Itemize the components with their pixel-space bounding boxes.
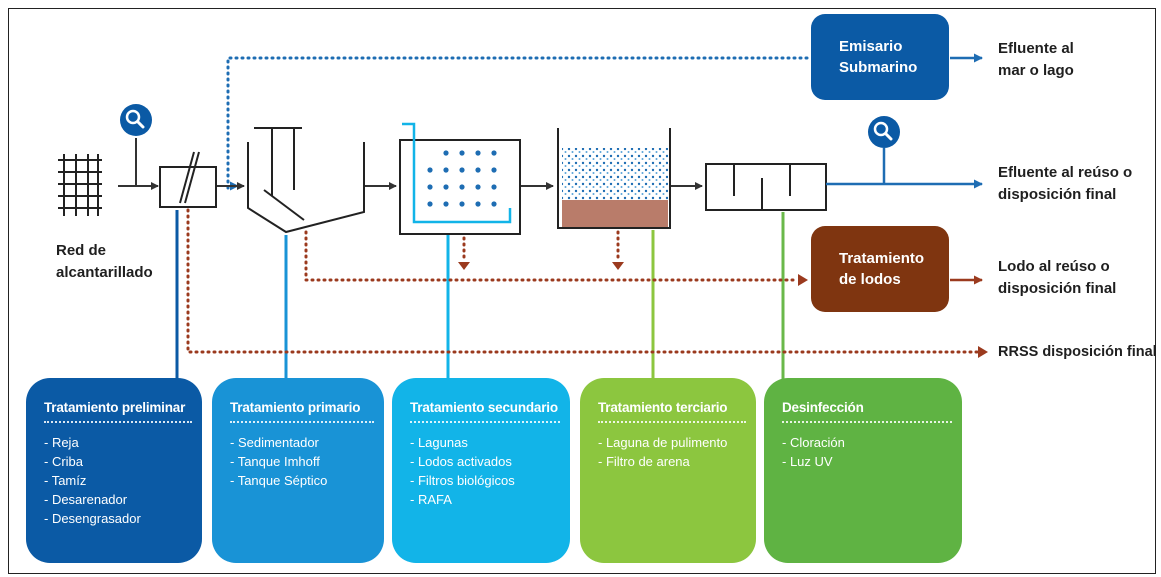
card-divider — [44, 421, 192, 423]
out-sea-label: Efluente al mar o lago — [998, 38, 1074, 82]
list-item: - Desarenador — [44, 492, 128, 507]
node-line: de lodos — [839, 271, 901, 288]
list-item: - Lagunas — [410, 435, 468, 450]
label-line: mar o lago — [998, 62, 1074, 79]
grid-screen-icon — [58, 154, 102, 216]
label-line: Efluente al — [998, 40, 1074, 57]
list-item: - Tanque Séptico — [230, 473, 328, 488]
card-title: Tratamiento primario — [230, 400, 361, 415]
sludge-dotted-lines — [186, 208, 982, 354]
card-title: Tratamiento preliminar — [44, 400, 186, 415]
card-list: - Sedimentador - Tanque Imhoff - Tanque … — [230, 433, 374, 490]
out-solids-label: RRSS disposición final — [998, 344, 1157, 360]
list-item: - RAFA — [410, 492, 452, 507]
list-item: - Tanque Imhoff — [230, 454, 320, 469]
tratamiento-lodos-node: Tratamiento de lodos — [811, 226, 949, 312]
list-item: - Lodos activados — [410, 454, 512, 469]
search-icon — [868, 116, 900, 148]
list-item: - Tamíz — [44, 473, 87, 488]
list-item: - Criba — [44, 454, 84, 469]
stage-connectors — [175, 210, 785, 380]
source-label: Red de alcantarillado — [56, 240, 153, 284]
emisario-submarino-node: Emisario Submarino — [811, 14, 949, 100]
card-tratamiento-secundario: Tratamiento secundario - Lagunas - Lodos… — [392, 378, 570, 563]
list-item: - Laguna de pulimento — [598, 435, 728, 450]
diagram-frame — [8, 8, 1156, 574]
card-list: - Cloración - Luz UV — [782, 433, 952, 471]
out-reuse-label: Efluente al reúso o disposición final — [998, 162, 1132, 206]
card-divider — [598, 421, 746, 423]
card-divider — [410, 421, 560, 423]
list-item: - Filtro de arena — [598, 454, 690, 469]
screen-box — [159, 151, 217, 208]
card-divider — [782, 421, 952, 423]
list-item: - Luz UV — [782, 454, 833, 469]
card-title: Tratamiento terciario — [598, 400, 728, 415]
list-item: - Reja — [44, 435, 79, 450]
label-line: alcantarillado — [56, 264, 153, 281]
card-tratamiento-primario: Tratamiento primario - Sedimentador - Ta… — [212, 378, 384, 563]
list-item: - Filtros biológicos — [410, 473, 515, 488]
node-line: Tratamiento — [839, 250, 925, 267]
node-line: Emisario — [839, 38, 903, 55]
label-line: disposición final — [998, 280, 1117, 297]
list-item: - Desengrasador — [44, 511, 141, 526]
primary-tank — [247, 127, 365, 234]
card-tratamiento-terciario: Tratamiento terciario - Laguna de pulime… — [580, 378, 756, 563]
card-list: - Laguna de pulimento - Filtro de arena — [598, 433, 746, 471]
secondary-tank — [399, 122, 521, 235]
out-sludge-label: Lodo al reúso o disposición final — [998, 256, 1116, 300]
sludge-arrowheads — [458, 262, 988, 358]
label-line: Red de — [56, 242, 107, 259]
label-line: Lodo al reúso o — [998, 258, 1110, 275]
disinfection-chamber — [705, 163, 827, 211]
card-list: - Lagunas - Lodos activados - Filtros bi… — [410, 433, 560, 509]
node-line: Submarino — [839, 59, 918, 76]
effluent-lines — [826, 53, 983, 285]
search-icon — [118, 104, 152, 187]
card-desinfeccion: Desinfección - Cloración - Luz UV — [764, 378, 962, 563]
card-list: - Reja - Criba - Tamíz - Desarenador - D… — [44, 433, 192, 528]
list-item: - Cloración — [782, 435, 845, 450]
label-line: disposición final — [998, 186, 1117, 203]
list-item: - Sedimentador — [230, 435, 319, 450]
card-divider — [230, 421, 374, 423]
sand-filter-tank — [557, 128, 671, 229]
card-title: Tratamiento secundario — [410, 400, 558, 415]
card-tratamiento-preliminar: Tratamiento preliminar - Reja - Criba - … — [26, 378, 202, 563]
label-line: Efluente al reúso o — [998, 164, 1133, 181]
card-title: Desinfección — [782, 400, 864, 415]
